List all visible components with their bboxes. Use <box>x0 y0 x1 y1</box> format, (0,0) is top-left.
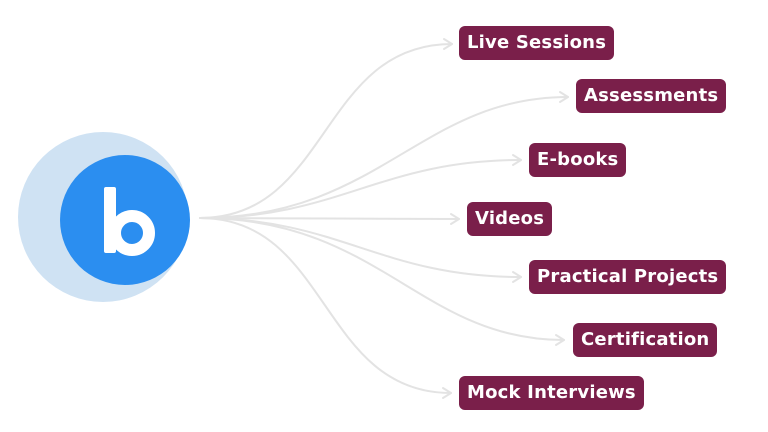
feature-practical-projects: Practical Projects <box>529 260 727 294</box>
feature-certification: Certification <box>573 323 718 357</box>
connector-e-books <box>199 159 522 219</box>
arrowhead-assessments <box>559 91 569 103</box>
arrowhead-live-sessions <box>443 38 453 50</box>
feature-e-books: E-books <box>529 143 627 177</box>
feature-live-sessions: Live Sessions <box>459 26 615 60</box>
feature-videos: Videos <box>467 202 553 236</box>
arrowhead-certification <box>555 334 565 346</box>
connector-live-sessions <box>199 43 453 219</box>
feature-assessments: Assessments <box>576 79 727 113</box>
logo <box>60 155 190 285</box>
arrowhead-videos <box>450 213 460 225</box>
connector-certification <box>199 217 565 341</box>
arrowhead-e-books <box>512 154 522 166</box>
connector-assessments <box>199 96 569 219</box>
feature-mock-interviews: Mock Interviews <box>459 376 644 410</box>
connector-videos <box>199 217 460 220</box>
arrowhead-mock-interviews <box>442 387 452 399</box>
connector-mock-interviews <box>199 217 452 394</box>
arrowhead-practical-projects <box>512 271 522 283</box>
b-logo-icon <box>104 187 155 256</box>
